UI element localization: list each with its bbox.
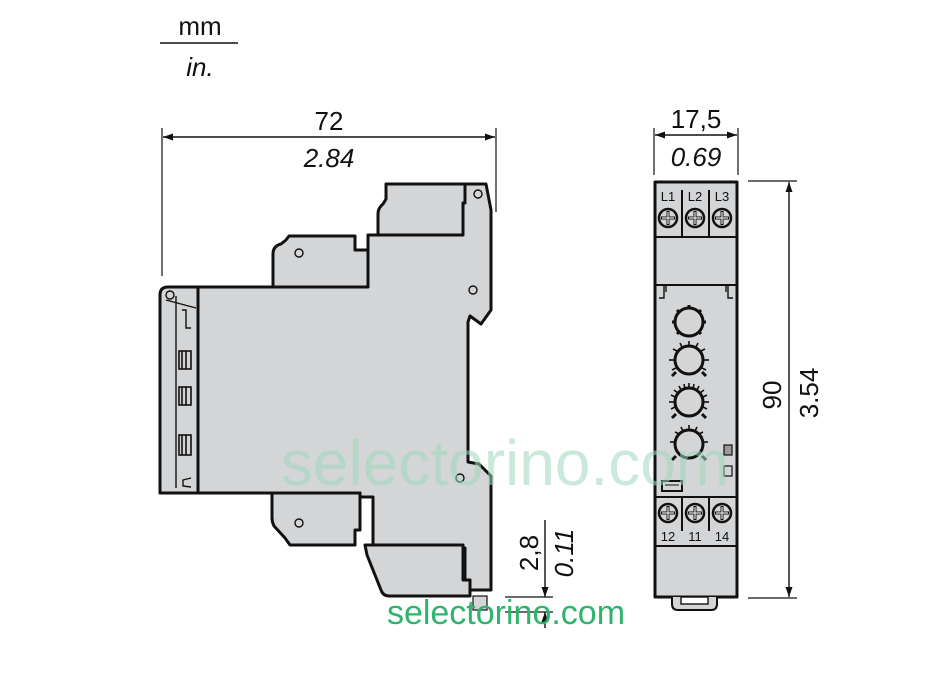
terminal-12: 12 — [661, 529, 675, 544]
rail-offset-mm: 2,8 — [514, 535, 544, 571]
depth-in: 0.69 — [671, 142, 722, 172]
knob-icon — [669, 341, 709, 378]
terminal-l3: L3 — [715, 189, 729, 204]
unit-in-label: in. — [186, 52, 213, 82]
screw-icon — [711, 207, 733, 229]
watermark-large: selectorino.com — [281, 427, 729, 499]
screw-icon — [657, 502, 679, 524]
terminal-l1: L1 — [661, 189, 675, 204]
unit-mm-label: mm — [178, 11, 221, 41]
depth-mm: 17,5 — [671, 104, 722, 134]
selector-switch — [661, 480, 683, 492]
height-dimension: 90 3.54 — [748, 180, 824, 599]
front-view: L1 L2 L3 — [653, 180, 739, 611]
front-ribs — [178, 309, 192, 488]
rail-offset-dimension: 2,8 0.11 — [505, 520, 579, 628]
top-terminal-block: L1 L2 L3 — [655, 189, 737, 238]
knob-icon — [669, 383, 709, 420]
terminal-l2: L2 — [688, 189, 702, 204]
screw-icon — [657, 207, 679, 229]
depth-dimension: 17,5 0.69 — [653, 104, 739, 175]
side-view — [158, 182, 493, 611]
terminal-11: 11 — [688, 529, 702, 544]
led-indicator — [723, 465, 733, 477]
height-in: 3.54 — [794, 368, 824, 419]
width-mm: 72 — [315, 106, 344, 136]
units-legend: mm in. — [160, 11, 238, 82]
rail-offset-in: 0.11 — [549, 529, 579, 578]
screw-icon — [711, 502, 733, 524]
screw-icon — [684, 207, 706, 229]
led-indicator — [723, 444, 733, 456]
watermark-small: selectorino.com — [387, 594, 625, 632]
knob-icon — [670, 425, 708, 462]
bottom-terminal-block: 12 11 14 — [655, 496, 737, 547]
width-dimension: 72 2.84 — [161, 106, 497, 276]
knob-icon — [672, 305, 706, 338]
terminal-14: 14 — [715, 529, 729, 544]
screw-icon — [684, 502, 706, 524]
width-in: 2.84 — [303, 143, 355, 173]
height-mm: 90 — [757, 381, 787, 410]
